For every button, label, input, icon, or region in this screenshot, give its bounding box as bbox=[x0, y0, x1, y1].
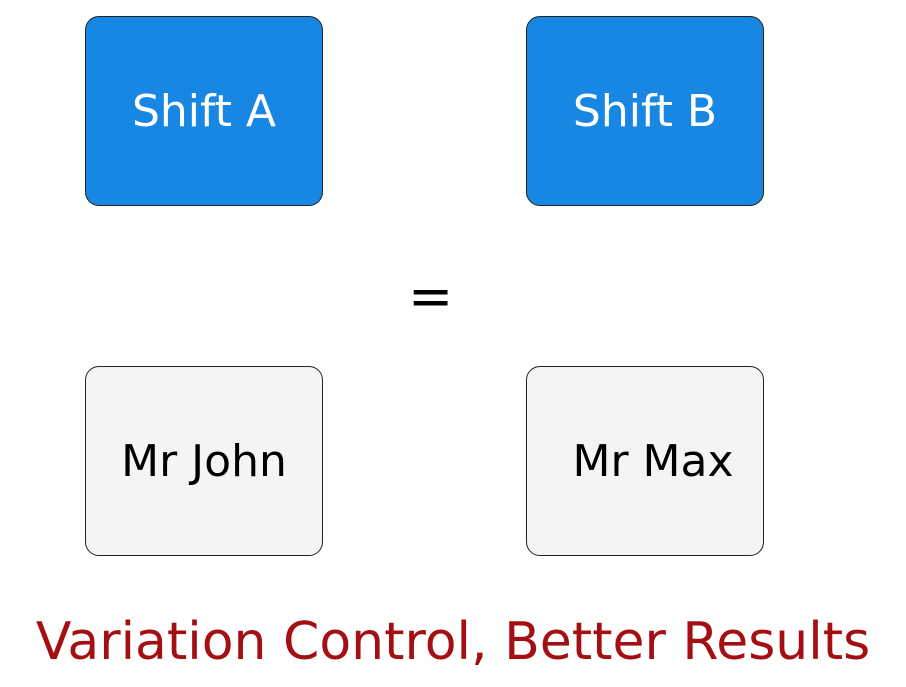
shift-a-label: Shift A bbox=[131, 85, 277, 137]
shift-a-box: Shift A bbox=[85, 16, 323, 206]
mr-max-box: Mr Max bbox=[526, 366, 764, 556]
caption-text: Variation Control, Better Results bbox=[35, 612, 871, 672]
mr-john-label: Mr John bbox=[121, 435, 287, 487]
equals-sign: = bbox=[408, 265, 454, 328]
mr-john-box: Mr John bbox=[85, 366, 323, 556]
shift-b-box: Shift B bbox=[526, 16, 764, 206]
mr-max-label: Mr Max bbox=[572, 435, 734, 487]
shift-b-label: Shift B bbox=[572, 85, 718, 137]
